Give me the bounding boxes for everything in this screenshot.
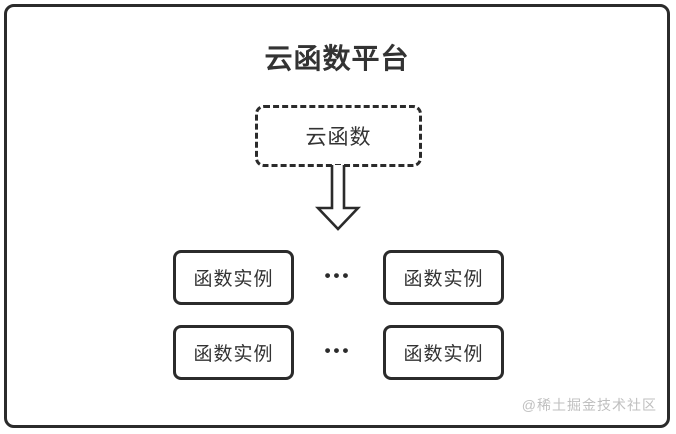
function-instance-node: 函数实例: [383, 250, 504, 305]
function-instance-label: 函数实例: [403, 344, 484, 365]
function-instance-label: 函数实例: [193, 344, 274, 365]
function-instance-node: 函数实例: [173, 325, 294, 380]
watermark: @稀土掘金技术社区: [521, 397, 657, 413]
function-instance-node: 函数实例: [383, 325, 504, 380]
function-instance-node: 函数实例: [173, 250, 294, 305]
cloud-function-label: 云函数: [305, 126, 372, 149]
cloud-function-node: 云函数: [255, 105, 422, 167]
diagram-title: 云函数平台: [264, 43, 410, 74]
function-instance-label: 函数实例: [403, 269, 484, 290]
diagram-canvas: 云函数平台 云函数 函数实例 ••• 函数实例 函数实例 ••• 函数实例 @稀…: [4, 4, 670, 428]
ellipsis: •••: [324, 266, 352, 285]
ellipsis: •••: [324, 341, 352, 360]
function-instance-label: 函数实例: [193, 269, 274, 290]
down-arrow-icon: [315, 165, 361, 231]
